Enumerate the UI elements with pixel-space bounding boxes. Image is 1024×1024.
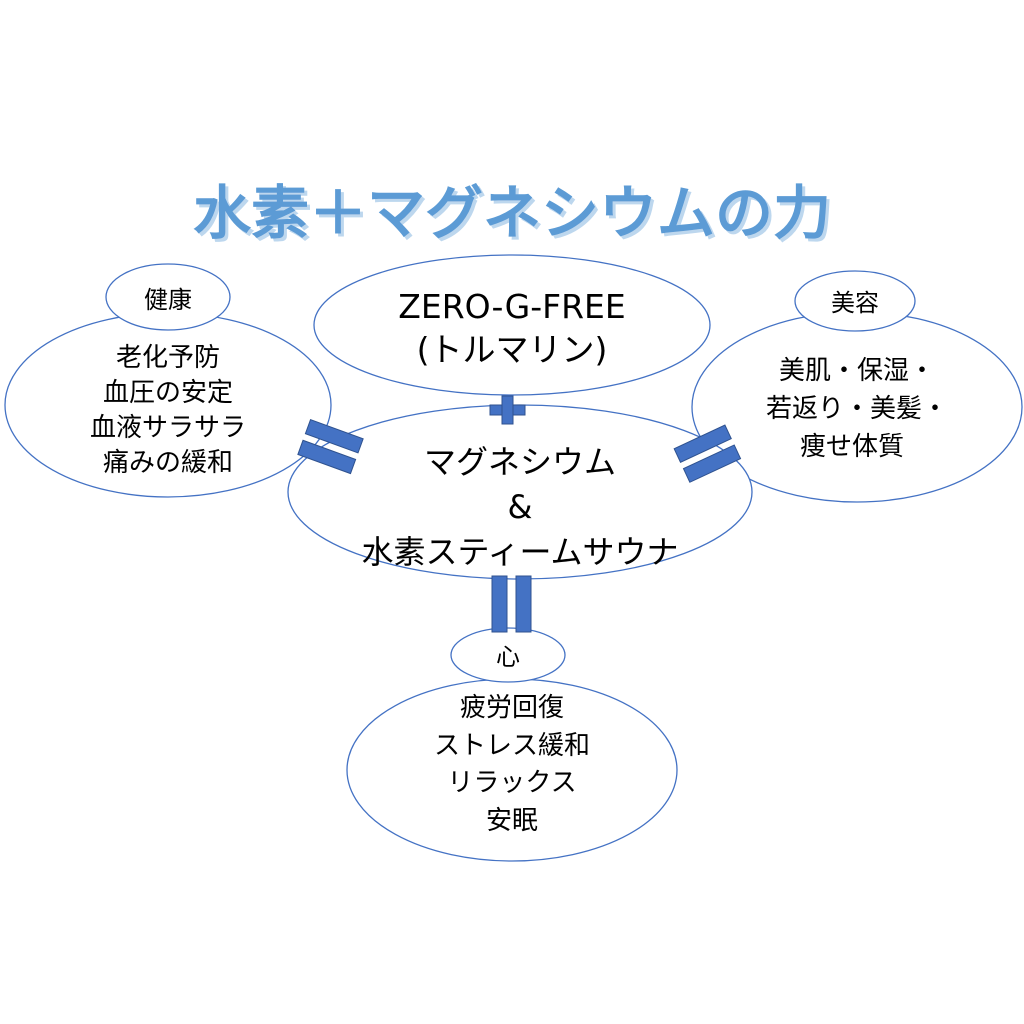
center-line-3: 水素スティームサウナ xyxy=(361,533,678,571)
equals-icon-left xyxy=(297,418,364,475)
mind-label-ellipse xyxy=(450,627,566,683)
center-line-2: & xyxy=(508,488,533,526)
beauty-label: 美容 xyxy=(831,289,879,317)
top-ellipse xyxy=(313,254,711,396)
health-item: 血圧の安定 xyxy=(103,378,233,408)
equals-icon-bottom xyxy=(491,575,532,633)
top-line-2: (トルマリン) xyxy=(417,330,608,369)
mind-label: 心 xyxy=(496,643,520,671)
mind-item: 安眠 xyxy=(486,806,538,836)
mind-item: リラックス xyxy=(447,768,576,798)
health-item: 老化予防 xyxy=(116,343,220,373)
health-item: 血液サラサラ xyxy=(90,413,246,443)
health-label: 健康 xyxy=(144,286,192,314)
center-line-1: マグネシウム xyxy=(424,443,616,481)
equals-icon-right xyxy=(673,424,742,483)
beauty-item: 美肌・保湿・ xyxy=(779,356,935,386)
mind-item: ストレス緩和 xyxy=(434,731,590,761)
health-label-ellipse xyxy=(105,263,231,331)
page-title: 水素＋マグネシウムの力 xyxy=(193,179,831,247)
beauty-label-ellipse xyxy=(794,270,916,332)
beauty-item: 若返り・美髪・ xyxy=(766,394,948,424)
plus-icon xyxy=(489,395,526,425)
health-item: 痛みの緩和 xyxy=(103,448,233,478)
top-line-1: ZERO-G-FREE xyxy=(398,287,626,326)
mind-item: 疲労回復 xyxy=(460,693,564,723)
beauty-item: 痩せ体質 xyxy=(800,432,904,462)
